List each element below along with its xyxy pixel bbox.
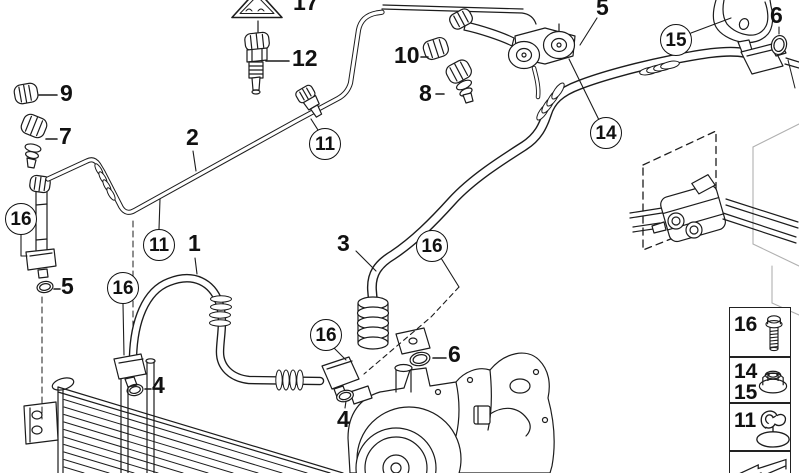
circled-callout-16-left-edge: 16 bbox=[5, 203, 37, 235]
circled-callout-16-condenser: 16 bbox=[107, 272, 139, 304]
legend-row-flange-nut: 14 15 bbox=[729, 357, 791, 403]
legend-row-bolt: 16 bbox=[729, 307, 791, 357]
legend-row-pipe-clamp: 11 bbox=[729, 403, 791, 451]
o-ring-4-left bbox=[126, 383, 144, 397]
hose-1-bellows bbox=[209, 295, 304, 391]
compressor-drawing bbox=[347, 352, 555, 473]
callout-5-left: 5 bbox=[61, 273, 74, 299]
cap-part-10 bbox=[422, 37, 449, 61]
hose-3-end-fitting bbox=[740, 43, 799, 89]
legend-number-11: 11 bbox=[734, 409, 757, 432]
hardware-legend: 16 14 15 11 bbox=[729, 307, 791, 473]
circled-callout-11-left: 11 bbox=[143, 229, 175, 261]
compressor-suction-port bbox=[394, 363, 413, 393]
callout-1: 1 bbox=[188, 230, 201, 256]
bolt-icon bbox=[765, 315, 783, 352]
hose-1-drawing bbox=[128, 274, 325, 391]
callout-12: 12 bbox=[292, 45, 318, 71]
hvac-unit-outline bbox=[752, 123, 799, 316]
pressure-switch-part-12 bbox=[244, 31, 270, 95]
condenser-port-fitting bbox=[113, 353, 147, 388]
o-ring-6-mid bbox=[409, 351, 431, 367]
circled-callout-16-compressor-right: 16 bbox=[416, 230, 448, 262]
callout-4-mid: 4 bbox=[337, 406, 350, 432]
double-flange-assembly bbox=[449, 8, 576, 100]
twin-pipe-connector bbox=[629, 174, 799, 244]
cap-part-9 bbox=[13, 82, 39, 105]
circled-callout-16-compressor-left: 16 bbox=[310, 319, 342, 351]
pipe-2-bellows bbox=[94, 163, 116, 201]
compressor-connector bbox=[473, 405, 531, 437]
callout-5-top: 5 bbox=[596, 0, 609, 20]
callout-3: 3 bbox=[337, 230, 350, 256]
hose-3-bellows bbox=[536, 60, 680, 121]
callout-4-left: 4 bbox=[152, 372, 165, 398]
bracket-part-15 bbox=[712, 0, 774, 53]
callout-17: 17 bbox=[293, 0, 319, 15]
o-ring-6-top bbox=[770, 34, 788, 56]
callout-10: 10 bbox=[394, 42, 420, 68]
legend-number-15: 15 bbox=[734, 381, 758, 404]
legend-number-16: 16 bbox=[734, 313, 758, 336]
circled-callout-14: 14 bbox=[590, 117, 622, 149]
hose-1-elbow-fitting bbox=[321, 356, 360, 398]
suction-hose-3-drawing bbox=[356, 46, 766, 350]
left-end-fitting bbox=[25, 174, 57, 279]
callout-6-mid: 6 bbox=[448, 341, 461, 367]
callout-2: 2 bbox=[186, 124, 199, 150]
circled-callout-11-right: 11 bbox=[309, 128, 341, 160]
callout-7: 7 bbox=[59, 123, 72, 149]
o-ring-5 bbox=[36, 280, 54, 294]
callout-8: 8 bbox=[419, 80, 432, 106]
pressure-sensor-on-pipe bbox=[295, 84, 323, 118]
valve-part-7 bbox=[20, 113, 48, 169]
hose-3-end-boot bbox=[356, 296, 390, 350]
legend-number-14: 14 bbox=[734, 360, 758, 383]
pipe-clamp-icon bbox=[756, 410, 790, 448]
direction-arrow-icon bbox=[739, 458, 787, 473]
circled-callout-15: 15 bbox=[660, 24, 692, 56]
callout-6-top-right: 6 bbox=[770, 2, 783, 28]
flange-nut-icon bbox=[758, 370, 788, 394]
callout-9: 9 bbox=[60, 80, 73, 106]
pipe-2-drawing bbox=[45, 4, 537, 215]
valve-part-8 bbox=[445, 59, 474, 104]
warning-triangle-icon bbox=[231, 0, 283, 19]
callout-leader-lines bbox=[20, 17, 780, 409]
legend-row-direction bbox=[729, 451, 791, 473]
hose-3-flange-foot bbox=[395, 327, 431, 355]
